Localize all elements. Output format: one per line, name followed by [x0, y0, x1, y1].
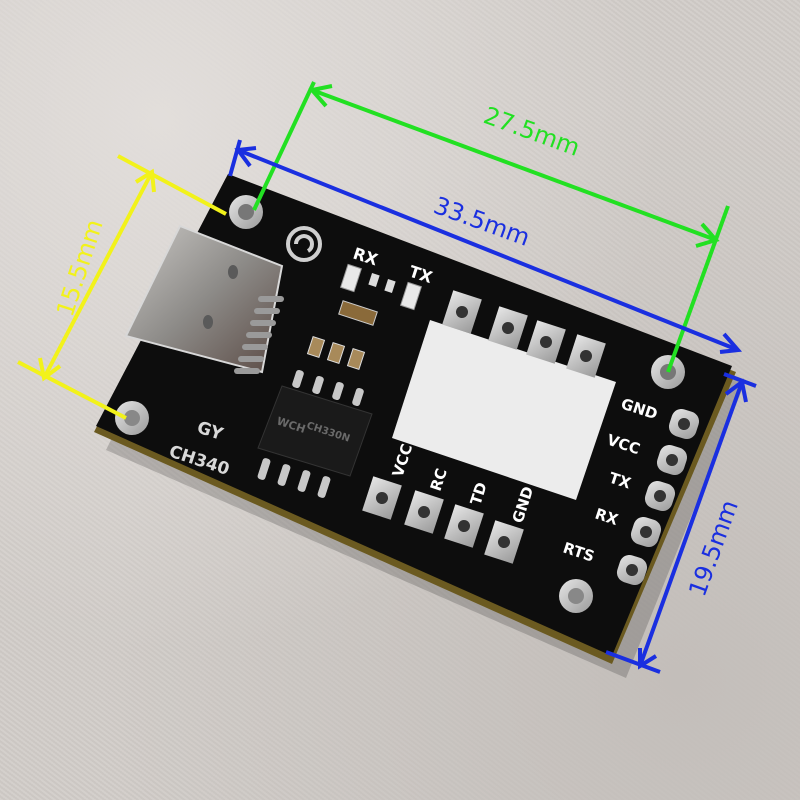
- bottom-header-pads: [362, 476, 524, 564]
- dimension-connector-width: [17, 154, 227, 420]
- ch330n-chip: WCH CH330N: [257, 369, 373, 498]
- mounting-hole-bottom-left: [115, 401, 149, 435]
- dimension-label-27-5: 27.5mm: [480, 101, 584, 162]
- capacitors: [306, 335, 366, 371]
- rx-led: [340, 263, 362, 293]
- tx-led: [400, 281, 422, 311]
- side-pin-tx: TX: [607, 469, 634, 493]
- usb-c-connector: [124, 224, 284, 374]
- top-pad-row: [442, 290, 606, 378]
- fuse: [338, 300, 378, 326]
- mounting-hole-bottom-right: [559, 579, 593, 613]
- mounting-hole-top-left: [229, 195, 263, 229]
- module-footprint: [392, 320, 616, 500]
- dimension-label-33-5: 33.5mm: [430, 191, 534, 252]
- dimension-board-width: [605, 372, 757, 674]
- dimension-hole-spacing: [252, 81, 730, 373]
- swirl-logo-icon: [286, 226, 322, 262]
- side-header-pads: [616, 408, 700, 586]
- dimension-board-length: [228, 139, 743, 354]
- resistors: [368, 273, 396, 293]
